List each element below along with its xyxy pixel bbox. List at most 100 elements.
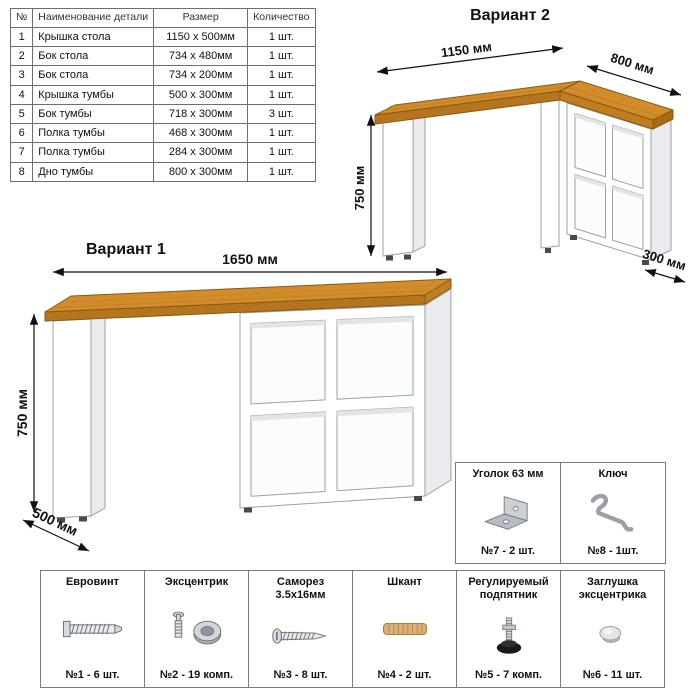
col-header-num: № — [9, 8, 34, 28]
dimension-1650: 1650 мм — [53, 251, 447, 277]
hardware-count: №4 - 2 шт. — [377, 669, 432, 681]
variant1-figure: 1650 мм 750 мм 500 мм — [14, 250, 465, 560]
hardware-count: №7 - 2 шт. — [481, 545, 535, 557]
cell-qty: 1 шт. — [247, 65, 316, 86]
dimension-750-v1: 750 мм — [14, 314, 39, 512]
variant2-figure: 1150 мм 800 мм 750 мм 300 мм — [352, 30, 695, 295]
cell-num: 8 — [9, 161, 34, 183]
cell-name: Бок стола — [32, 65, 155, 86]
cell-num: 4 — [9, 84, 34, 105]
hardware-count: №1 - 6 шт. — [65, 669, 120, 681]
self-tapping-screw-icon — [268, 602, 334, 669]
variant2-title: Вариант 2 — [470, 7, 550, 24]
dim-750-v2-label: 750 мм — [352, 166, 367, 211]
hardware-count: №5 - 7 комп. — [474, 669, 543, 681]
middle-side-panel — [540, 99, 560, 253]
hardware-box-row: Евровинт — [40, 570, 665, 688]
cell-size: 468 x 300мм — [153, 123, 249, 144]
cell-qty: 1 шт. — [247, 123, 316, 144]
cell-size: 734 x 200мм — [153, 65, 249, 86]
adjustable-foot-icon — [480, 602, 538, 669]
hardware-item-excentrik: Эксцентрик — [144, 570, 249, 688]
variant2-drawing: 1150 мм 800 мм 750 мм 300 мм — [352, 39, 688, 283]
cell-qty: 1 шт. — [247, 45, 316, 67]
hardware-count: №6 - 11 шт. — [582, 669, 643, 681]
cam-cap-icon — [584, 602, 642, 669]
col-header-size: Размер — [153, 8, 249, 28]
hardware-title: Эксцентрик — [164, 576, 229, 588]
corner-cabinet — [566, 102, 672, 265]
hardware-count: №2 - 19 комп. — [159, 669, 234, 681]
cell-name: Бок тумбы — [32, 103, 155, 125]
cell-num: 6 — [9, 123, 34, 144]
hardware-item-kluch: Ключ №8 - 1шт. — [560, 462, 666, 564]
hardware-count: №3 - 8 шт. — [273, 669, 328, 681]
cell-size: 1150 x 500мм — [153, 26, 249, 47]
hardware-title: Заглушка эксцентрика — [578, 576, 647, 602]
hex-key-icon — [582, 481, 644, 545]
cell-num: 7 — [9, 142, 34, 163]
cell-name: Полка тумбы — [32, 142, 155, 163]
left-side-panel — [52, 310, 106, 523]
cell-size: 734 x 480мм — [153, 45, 249, 67]
wooden-dowel-icon — [375, 589, 435, 669]
hardware-title: Регулируемый подпятник — [468, 576, 549, 602]
variant1-drawing: 1650 мм 750 мм 500 мм — [14, 251, 452, 552]
hardware-item-shkant: Шкант №4 - 2 шт. — [352, 570, 457, 688]
cell-size: 500 x 300мм — [153, 84, 249, 105]
dim-750-v1-label: 750 мм — [15, 389, 30, 437]
cell-qty: 1 шт. — [247, 26, 316, 47]
cell-qty: 3 шт. — [247, 103, 316, 125]
shelf-unit — [239, 288, 452, 513]
variant1-title: Вариант 1 — [86, 241, 166, 258]
hardware-item-ugolok: Уголок 63 мм №7 - 2 шт. — [455, 462, 561, 564]
cell-num: 5 — [9, 103, 34, 125]
hardware-title: Евровинт — [65, 576, 120, 588]
hardware-item-zaglushka: Заглушка эксцентрика №6 - 11 шт. — [560, 570, 665, 688]
cell-size: 284 x 300мм — [153, 142, 249, 163]
col-header-name: Наименование детали — [32, 8, 155, 28]
dimension-1150: 1150 мм — [376, 39, 564, 75]
desktop — [44, 278, 452, 322]
cell-name: Крышка тумбы — [32, 84, 155, 105]
hardware-box-top: Уголок 63 мм №7 - 2 шт. Ключ — [455, 462, 666, 564]
cam-lock-icon — [164, 589, 230, 669]
cell-name: Дно тумбы — [32, 161, 155, 183]
cell-size: 800 x 300мм — [153, 161, 249, 183]
cell-qty: 1 шт. — [247, 84, 316, 105]
dim-1150-label: 1150 мм — [440, 39, 493, 60]
dim-1650-label: 1650 мм — [222, 251, 278, 267]
cell-name: Бок стола — [32, 45, 155, 67]
cell-qty: 1 шт. — [247, 161, 316, 183]
hardware-title: Уголок 63 мм — [472, 468, 544, 480]
hardware-item-podpyatnik: Регулируемый подпятник — [456, 570, 561, 688]
hardware-title: Саморез 3.5x16мм — [275, 576, 326, 602]
cell-qty: 1 шт. — [247, 142, 316, 163]
cell-num: 1 — [9, 26, 34, 47]
cell-name: Полка тумбы — [32, 123, 155, 144]
hardware-title: Ключ — [598, 468, 628, 480]
cell-num: 2 — [9, 45, 34, 67]
confirmat-screw-icon — [58, 589, 128, 669]
parts-table: № Наименование детали Размер Количество … — [9, 8, 316, 183]
dimension-750-v2: 750 мм — [352, 115, 376, 256]
dim-800-label: 800 мм — [609, 50, 656, 78]
hardware-item-eurovint: Евровинт — [40, 570, 145, 688]
cell-size: 718 x 300мм — [153, 103, 249, 125]
hardware-count: №8 - 1шт. — [587, 545, 639, 557]
hardware-item-samorez: Саморез 3.5x16мм — [248, 570, 353, 688]
table-header-row: № Наименование детали Размер Количество — [9, 8, 316, 28]
cell-num: 3 — [9, 65, 34, 86]
col-header-qty: Количество — [247, 8, 316, 28]
left-side-panel — [382, 112, 426, 261]
corner-bracket-icon — [477, 481, 539, 545]
